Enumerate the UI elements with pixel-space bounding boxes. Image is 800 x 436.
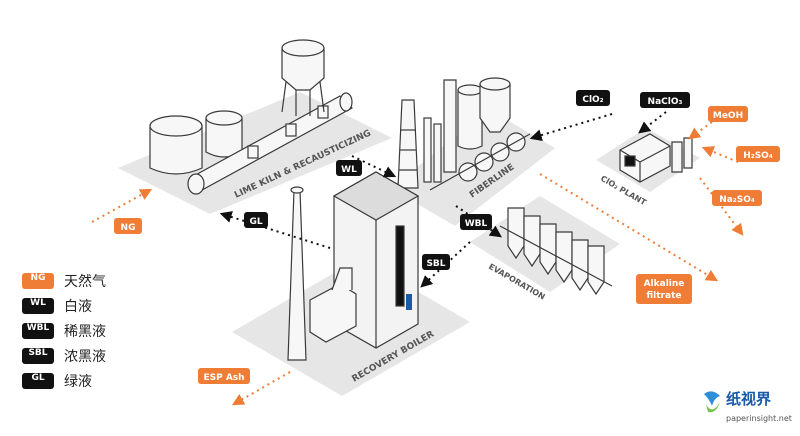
legend-item: NG 天然气 xyxy=(22,268,162,293)
svg-text:filtrate: filtrate xyxy=(647,291,682,301)
tag-esp-ash: ESP Ash xyxy=(198,368,250,384)
tag-gl: GL xyxy=(244,212,268,228)
svg-text:H₂SO₄: H₂SO₄ xyxy=(743,151,773,161)
legend-tag: WL xyxy=(22,297,54,314)
evaporation-equipment xyxy=(499,207,613,296)
legend-text: 天然气 xyxy=(64,273,106,290)
tag-sbl: SBL xyxy=(422,254,450,270)
tag-clo2: ClO₂ xyxy=(576,90,610,106)
tag-meoh: MeOH xyxy=(708,106,748,122)
tag-h2so4: H₂SO₄ xyxy=(736,146,780,162)
tag-wl: WL xyxy=(336,160,362,176)
watermark-url: paperinsight.net xyxy=(726,414,792,423)
flow-lines xyxy=(91,111,744,406)
legend-item: WBL 稀黑液 xyxy=(22,318,162,343)
svg-text:NaClO₃: NaClO₃ xyxy=(648,97,683,107)
lime-kiln-equipment xyxy=(149,39,353,195)
legend-tag: GL xyxy=(22,372,54,389)
recovery-boiler-equipment xyxy=(287,171,420,361)
tag-na2so4: Na₂SO₄ xyxy=(712,190,762,206)
svg-text:Alkaline: Alkaline xyxy=(644,279,685,289)
svg-text:GL: GL xyxy=(249,217,262,227)
svg-text:WBL: WBL xyxy=(465,219,488,229)
svg-text:ESP Ash: ESP Ash xyxy=(203,373,244,383)
legend-tag: WBL xyxy=(22,322,54,339)
svg-text:Na₂SO₄: Na₂SO₄ xyxy=(719,195,755,205)
tag-alkaline-filtrate: Alkaline filtrate xyxy=(636,274,692,304)
paperinsight-logo-icon xyxy=(704,391,720,413)
watermark: 纸视界 paperinsight.net xyxy=(700,388,796,432)
svg-text:NG: NG xyxy=(121,223,136,233)
legend-text: 稀黑液 xyxy=(64,323,106,340)
legend-tag: SBL xyxy=(22,347,54,364)
tag-ng: NG xyxy=(114,218,142,234)
legend-text: 白液 xyxy=(64,298,92,315)
tag-wbl: WBL xyxy=(460,214,492,230)
svg-text:WL: WL xyxy=(341,165,357,175)
legend-item: SBL 浓黑液 xyxy=(22,343,162,368)
legend-item: WL 白液 xyxy=(22,293,162,318)
legend-item: GL 绿液 xyxy=(22,368,162,393)
svg-text:SBL: SBL xyxy=(426,259,445,269)
tag-naclo3: NaClO₃ xyxy=(640,92,690,108)
svg-text:MeOH: MeOH xyxy=(713,111,743,121)
svg-text:ClO₂: ClO₂ xyxy=(582,95,603,105)
legend-tag: NG xyxy=(22,272,54,289)
watermark-title: 纸视界 xyxy=(726,390,772,408)
legend-text: 绿液 xyxy=(64,373,92,390)
legend-text: 浓黑液 xyxy=(64,348,106,365)
fiberline-equipment xyxy=(397,77,531,191)
legend: NG 天然气 WL 白液 WBL 稀黑液 SBL 浓黑液 GL 绿液 xyxy=(22,268,162,393)
flow-tags: WL GL WBL SBL ClO₂ NaClO₃ MeOH H₂SO₄ xyxy=(114,90,780,384)
